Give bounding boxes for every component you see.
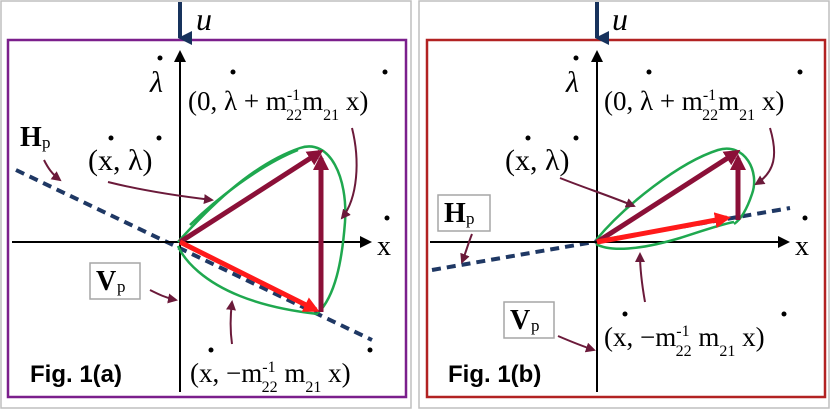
lower-x2-dot: [367, 347, 373, 353]
pointer-v-label: [557, 335, 596, 353]
outer-frame-a: [0, 0, 412, 409]
green-loop-inner: [189, 148, 299, 226]
axis-lambda-dot: [573, 55, 579, 61]
upper-x-dot: [797, 69, 803, 75]
h-label-sub: p: [42, 133, 51, 152]
upper-lambda-dot: [230, 69, 236, 75]
v-label-box: [503, 301, 555, 339]
left-lambda-dot: [156, 135, 162, 141]
upper-end: x): [339, 86, 368, 116]
green-loop-lower: [595, 220, 735, 251]
upper-sub: 22: [702, 107, 718, 124]
lower-sub: 22: [262, 379, 278, 396]
vector-upper: [595, 149, 741, 245]
axis-x-dot: [384, 215, 390, 221]
vector-upper: [178, 149, 324, 245]
outer-frame-b: [418, 0, 830, 409]
pointer-upper-point: [754, 127, 776, 186]
lower-sub: 22: [676, 343, 692, 360]
pointer-h-label: [460, 233, 473, 264]
upper-mid: m: [302, 86, 323, 116]
caption-b-text: Fig. 1: [448, 361, 511, 388]
upper-open: (0, λ + m: [188, 86, 287, 116]
axis-lambda-label: λ: [565, 66, 579, 99]
vector-lower: [178, 239, 320, 313]
left-x-dot: [525, 135, 531, 141]
upper-sub: 22: [286, 107, 302, 124]
lower-open: (x, −m: [604, 322, 676, 352]
axis-x-label: x: [377, 231, 391, 262]
v-label: V: [510, 305, 530, 336]
panel-b-border: [425, 38, 827, 399]
upper-end: x): [755, 86, 784, 116]
upper-sub2: 21: [739, 107, 755, 124]
point-upper-label: (0, λ + m-1 22m21 x): [188, 86, 368, 124]
caption-b-letter: (b): [511, 361, 542, 388]
caption-a-letter: (a): [93, 361, 122, 388]
pointer-h-label: [43, 159, 62, 182]
axis-u-label: u: [196, 1, 212, 37]
v-label: V: [96, 266, 116, 297]
v-label-box: [89, 262, 141, 300]
v-label-sub: p: [117, 277, 126, 296]
upper-x-dot: [382, 69, 388, 75]
pointer-left-point: [559, 177, 636, 208]
lower-mid: m: [692, 322, 720, 352]
upper-lambda-dot: [646, 69, 652, 75]
lower-end: x): [735, 322, 764, 352]
h-plane-line: [15, 168, 373, 342]
upper-sup: -1: [287, 87, 300, 104]
lower-sup: -1: [676, 323, 689, 340]
vector-lower: [596, 212, 731, 245]
axis-x-dot: [802, 215, 808, 221]
point-lower-label: (x, −m-1 22 m21 x): [604, 322, 765, 360]
lower-open: (x, −m: [190, 358, 262, 388]
lower-end: x): [321, 358, 350, 388]
pointer-upper-point: [340, 127, 358, 220]
lower-x-dot: [208, 347, 214, 353]
upper-sup: -1: [703, 87, 716, 104]
axis-x-label: x: [795, 231, 809, 262]
caption-a: Fig. 1(a): [30, 361, 122, 388]
point-left-label: (x, λ): [88, 144, 153, 177]
green-loop-lower: [176, 245, 319, 316]
pointer-left-point: [107, 181, 214, 205]
h-label-box: [437, 194, 491, 232]
axis-lambda-label: λ: [149, 66, 163, 99]
lower-sup: -1: [262, 359, 275, 376]
upper-open: (0, λ + m: [604, 86, 703, 116]
h-label: H: [444, 198, 466, 229]
caption-b: Fig. 1(b): [448, 361, 541, 388]
point-lower-label: (x, −m-1 22 m21 x): [190, 358, 351, 396]
axis-lambda-dot: [157, 55, 163, 61]
caption-a-text: Fig. 1: [30, 361, 93, 388]
upper-mid: m: [718, 86, 739, 116]
upper-sub2: 21: [323, 107, 339, 124]
axis-u-label: u: [612, 1, 628, 37]
left-lambda-dot: [573, 135, 579, 141]
point-left-label: (x, λ): [505, 144, 570, 177]
pointer-lower-point: [635, 252, 646, 303]
lower-sub2: 21: [719, 343, 735, 360]
h-label: H: [20, 122, 42, 153]
left-x-dot: [108, 135, 114, 141]
point-upper-label: (0, λ + m-1 22m21 x): [604, 86, 784, 124]
v-label-sub: p: [531, 316, 540, 335]
lower-sub2: 21: [305, 379, 321, 396]
lower-x2-dot: [781, 311, 787, 317]
h-label-sub: p: [466, 209, 475, 228]
pointer-v-label: [149, 289, 178, 304]
lower-mid: m: [278, 358, 306, 388]
lower-x-dot: [622, 311, 628, 317]
pointer-lower-point: [226, 300, 236, 345]
panel-a-border: [6, 38, 408, 399]
